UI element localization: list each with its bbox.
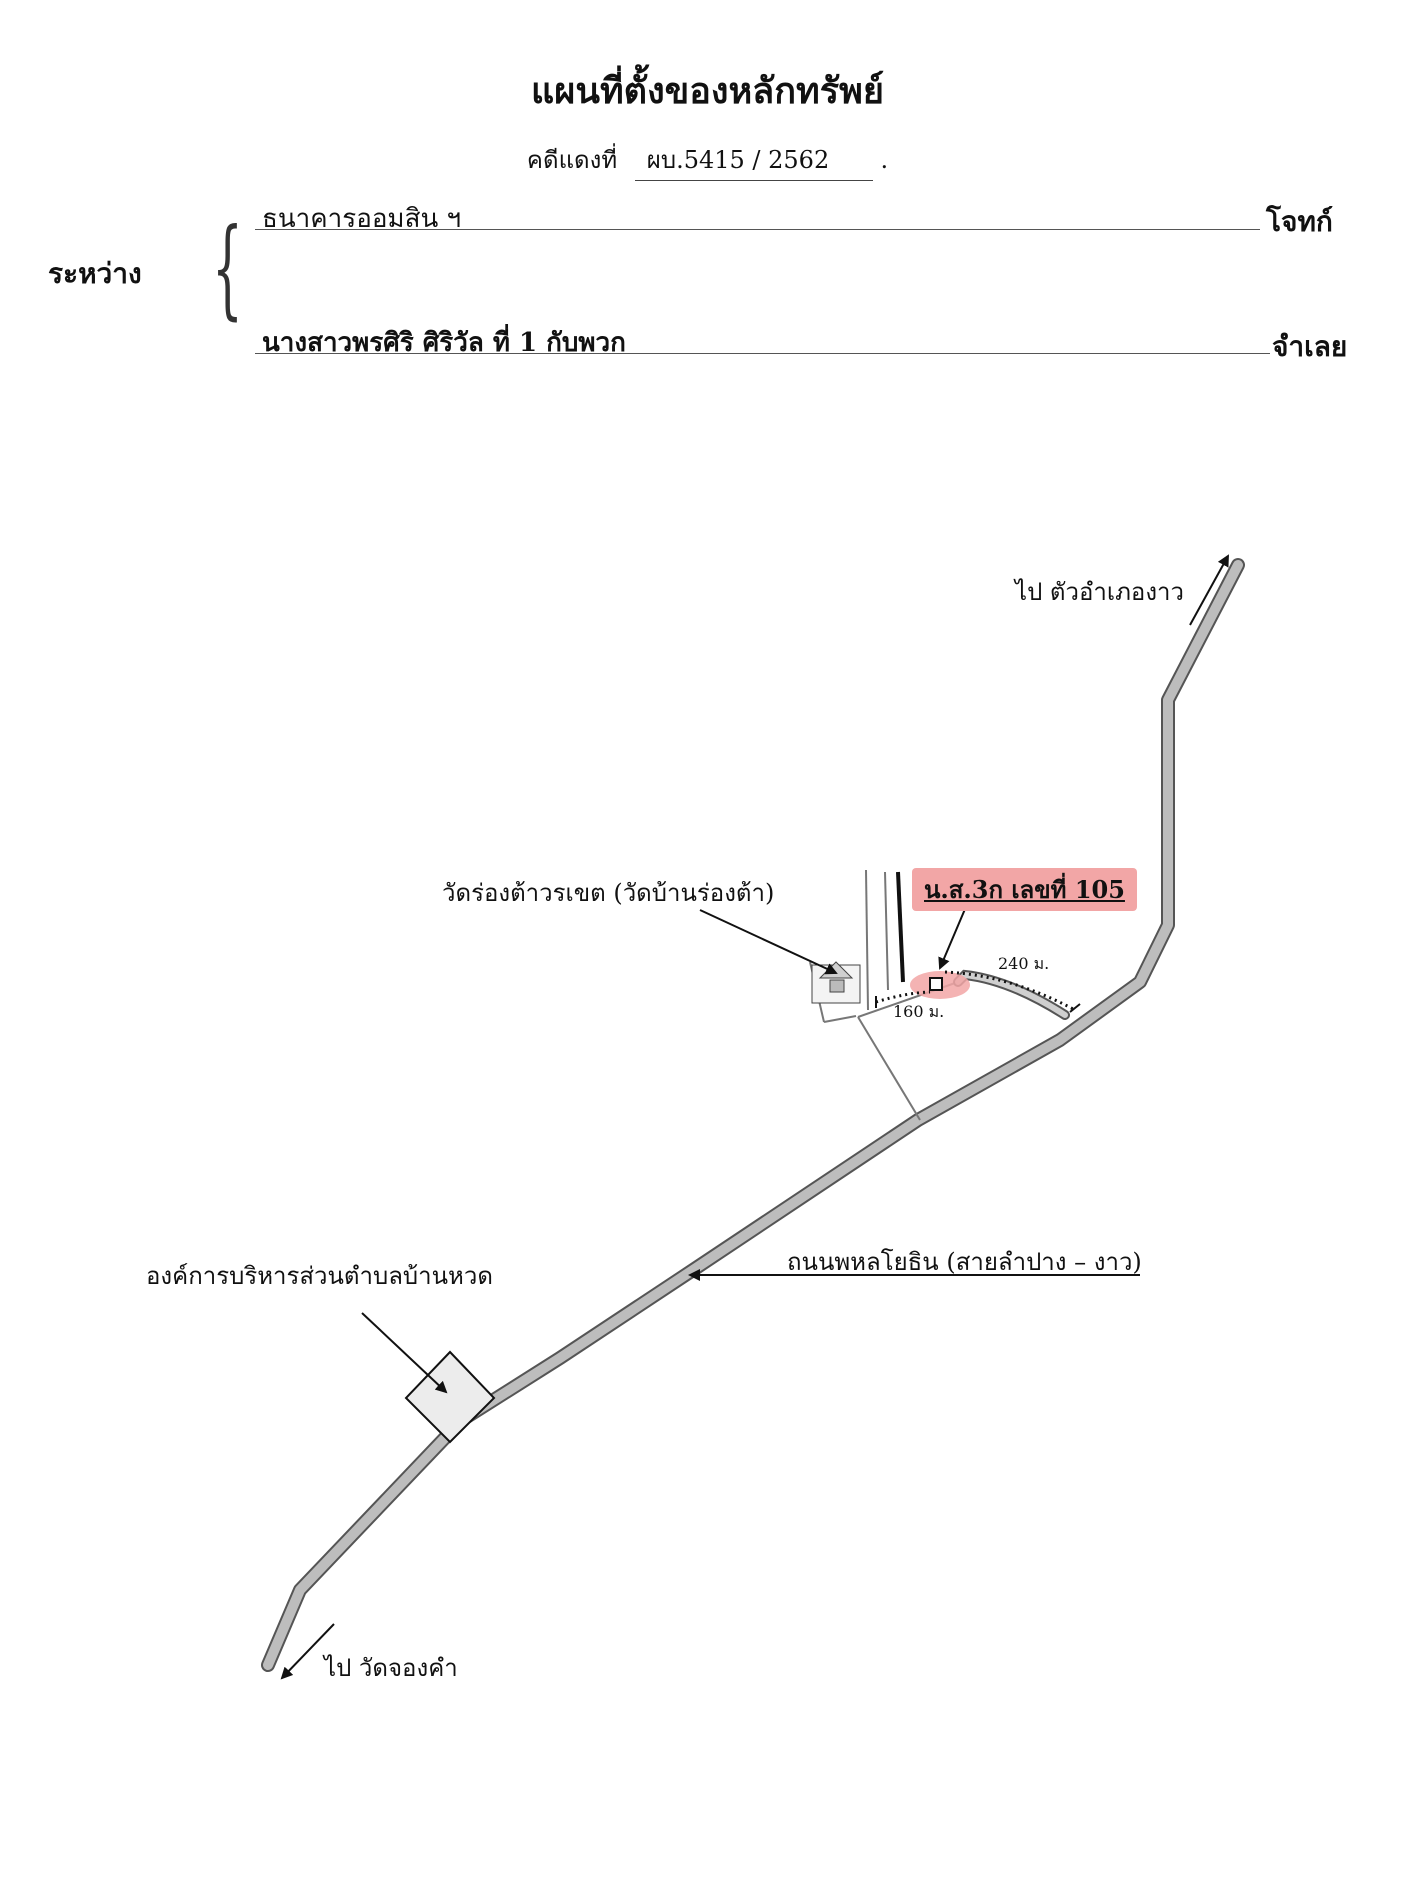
- defendant-role: จำเลย: [1272, 330, 1348, 363]
- defendant-name: นางสาวพรศิริ ศิริวัล ที่ 1 กับพวก: [262, 328, 626, 358]
- defendant-underline: [255, 351, 1270, 354]
- parcel-marker-icon: [929, 977, 943, 991]
- access-road: [953, 969, 1070, 1020]
- office-label: องค์การบริหารส่วนตำบลบ้านหวด: [146, 1262, 493, 1290]
- case-number: ผบ.5415 / 2562: [634, 140, 873, 181]
- temple-arrow: [699, 909, 838, 975]
- plaintiff-name: ธนาคารออมสิน ฯ: [262, 204, 462, 234]
- between-label: ระหว่าง: [48, 257, 142, 290]
- office-arrow: [361, 1312, 448, 1394]
- main-road: [261, 558, 1245, 1672]
- distance-left-label: 160 ม.: [893, 1002, 945, 1021]
- document-title: แผนที่ตั้งของหลักทรัพย์: [531, 70, 884, 112]
- plaintiff-underline: [255, 227, 1260, 230]
- temple-label: วัดร่องต้าวรเขต (วัดบ้านร่องต้า): [442, 879, 775, 907]
- case-suffix: .: [880, 146, 889, 174]
- brace-icon: {: [212, 206, 243, 331]
- south-direction-arrow: [280, 1623, 335, 1680]
- case-label: คดีแดงที่: [526, 146, 618, 174]
- distance-tick-right: [1069, 1003, 1081, 1013]
- north-direction-arrow: [1189, 554, 1229, 626]
- distance-line-right: [944, 970, 1076, 1012]
- direction-bottom-label: ไป วัดจองคำ: [324, 1654, 458, 1682]
- road-label: ถนนพหลโยธิน (สายลำปาง – งาว): [787, 1248, 1142, 1276]
- direction-top-label: ไป ตัวอำเภองาว: [1015, 578, 1184, 606]
- parcel-arrow: [938, 901, 969, 970]
- temple-icon: [811, 961, 861, 1004]
- boundary-line: [896, 871, 905, 983]
- parcel-label: น.ส.3ก เลขที่ 105: [912, 868, 1137, 911]
- office-icon: [404, 1350, 496, 1444]
- plaintiff-role: โจทก์: [1266, 205, 1333, 238]
- distance-right-label: 240 ม.: [998, 954, 1050, 973]
- case-number-line: คดีแดงที่ ผบ.5415 / 2562 .: [0, 140, 1415, 181]
